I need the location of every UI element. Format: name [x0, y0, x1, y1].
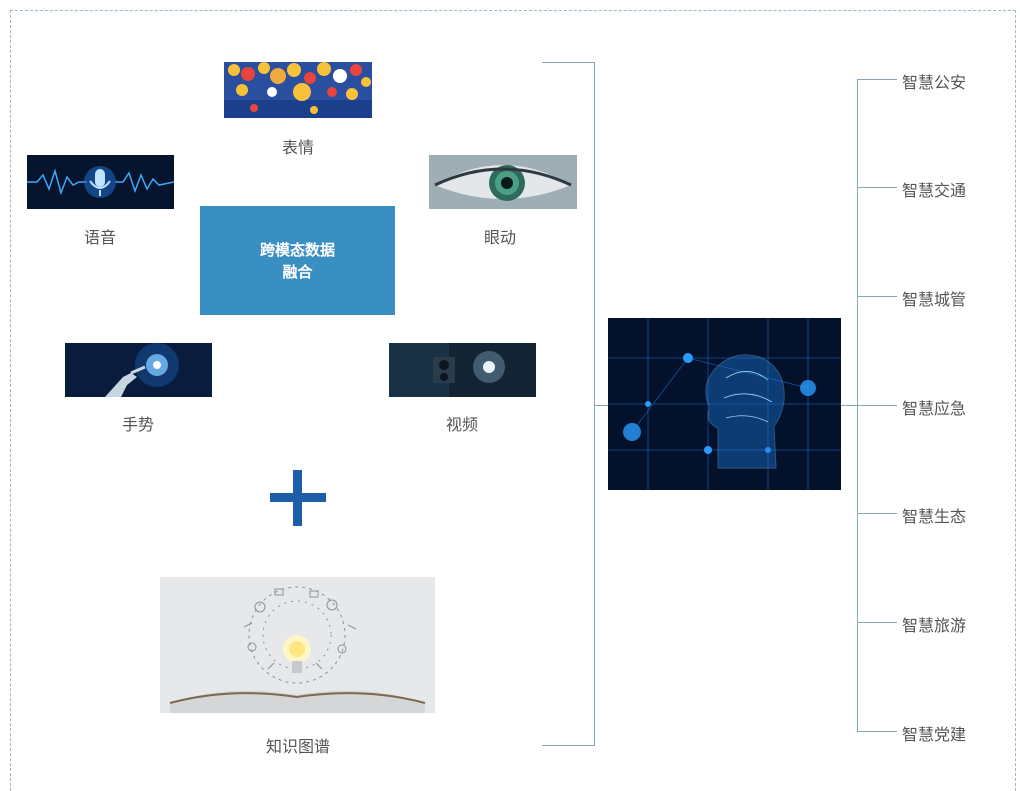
app-branch-1	[857, 79, 897, 80]
app-branch-5	[857, 513, 897, 514]
app-label-transportation: 智慧交通	[902, 181, 967, 200]
app-label-ecology: 智慧生态	[902, 507, 967, 526]
eye-label: 眼动	[483, 228, 516, 247]
bracket-top	[542, 62, 594, 63]
video-label: 视频	[445, 415, 478, 434]
app-branch-4	[857, 405, 897, 406]
diagram-frame	[10, 10, 1016, 791]
voice-label: 语音	[83, 228, 116, 247]
knowledge-graph-label: 知识图谱	[265, 737, 330, 756]
voice-image	[27, 155, 174, 209]
knowledge-graph-image	[160, 577, 435, 713]
expression-image	[224, 62, 372, 118]
app-label-public-security: 智慧公安	[902, 73, 967, 92]
app-branch-2	[857, 187, 897, 188]
app-branch-7	[857, 731, 897, 732]
bracket-vertical	[594, 62, 595, 746]
app-label-emergency: 智慧应急	[902, 399, 967, 418]
eye-image	[429, 155, 577, 209]
center-title-line1: 跨模态数据	[259, 240, 335, 259]
expression-label: 表情	[281, 138, 314, 157]
ai-head-image	[608, 318, 841, 490]
app-branch-6	[857, 622, 897, 623]
cross-modal-fusion-box: 跨模态数据 融合	[200, 206, 395, 315]
bracket-to-ai-connector	[594, 405, 608, 406]
app-label-party-building: 智慧党建	[902, 725, 967, 744]
center-title-line2: 融合	[282, 262, 313, 281]
bracket-bottom	[542, 745, 594, 746]
ai-to-apps-connector	[841, 405, 858, 406]
app-branch-3	[857, 296, 897, 297]
gesture-label: 手势	[121, 415, 154, 434]
gesture-image	[65, 343, 212, 397]
app-label-urban-management: 智慧城管	[902, 290, 967, 309]
app-label-tourism: 智慧旅游	[902, 616, 967, 635]
video-image	[389, 343, 536, 397]
plus-icon	[270, 470, 326, 526]
